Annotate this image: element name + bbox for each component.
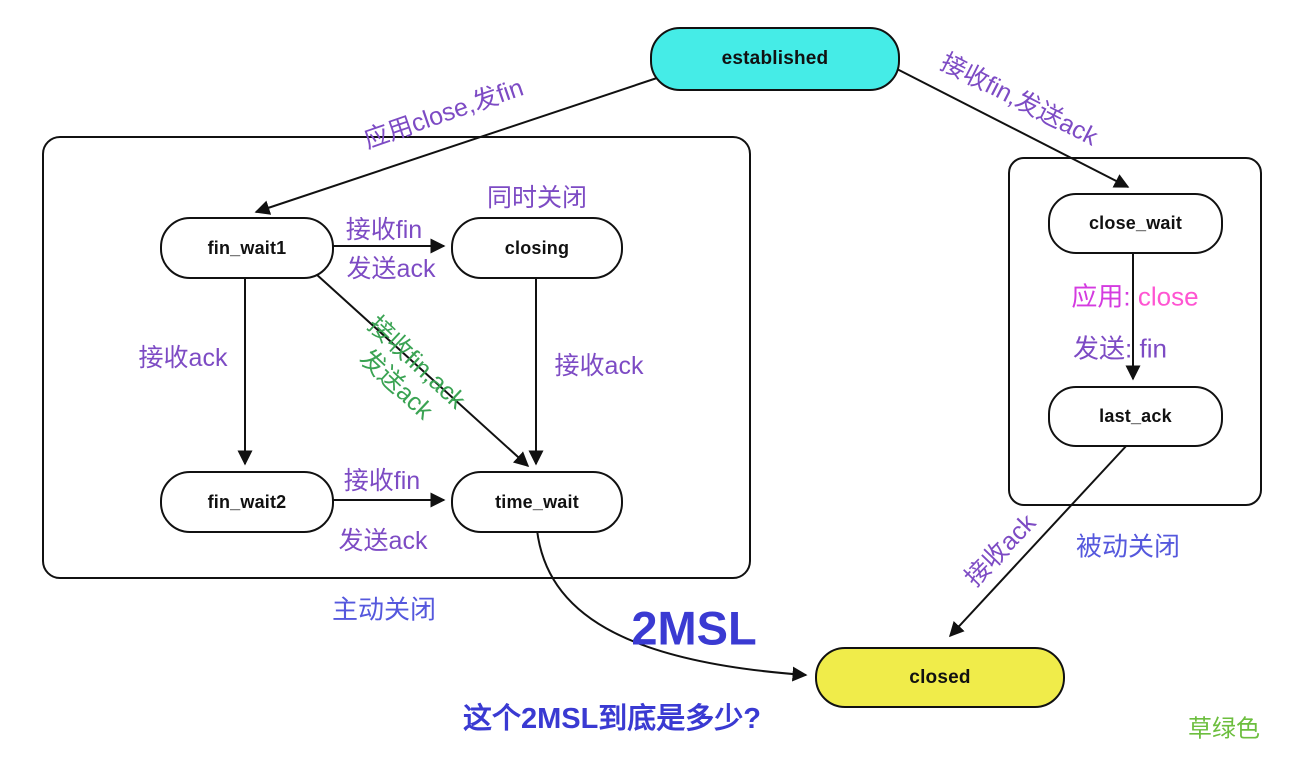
- annotation-2msl-question: 这个2MSL到底是多少?: [462, 703, 762, 735]
- annotation-active-close: 主动关闭: [331, 594, 437, 625]
- state-closed-label: closed: [909, 666, 971, 688]
- state-last-ack-label: last_ack: [1099, 406, 1172, 426]
- edge-finwait1-to-timewait: [315, 273, 530, 468]
- state-close-wait: close_wait: [1048, 193, 1223, 254]
- state-time-wait-label: time_wait: [495, 491, 579, 512]
- edge-label-recv-ack-left: 接收ack: [138, 344, 228, 372]
- state-closing: closing: [451, 217, 623, 279]
- edge-label-send-prefix: 发送:: [1073, 333, 1133, 364]
- edge-established-to-finwait1: [254, 76, 661, 215]
- state-time-wait: time_wait: [451, 471, 623, 533]
- edge-label-send-ack-bottom: 发送ack: [338, 527, 428, 555]
- edge-label-simultaneous-close: 同时关闭: [486, 184, 588, 212]
- active-close-group-box: [42, 136, 751, 579]
- passive-close-group-box: [1008, 157, 1262, 506]
- edge-label-recv-ack-right: 接收ack: [554, 352, 644, 380]
- edge-label-send-ack-top: 发送ack: [346, 255, 436, 283]
- edge-established-to-closewait: [894, 67, 1130, 188]
- edge-label-app-prefix: 应用:: [1071, 281, 1131, 312]
- edge-label-recv-fin-top: 接收fin: [345, 216, 423, 244]
- state-closed: closed: [815, 647, 1065, 708]
- annotation-2msl: 2MSL: [631, 601, 757, 655]
- state-fin-wait1: fin_wait1: [160, 217, 334, 279]
- edge-lastack-to-closed: [948, 443, 1129, 638]
- state-last-ack: last_ack: [1048, 386, 1223, 447]
- edge-timewait-to-closed-curve: [536, 529, 808, 682]
- edge-label-send-value: fin: [1132, 333, 1167, 364]
- state-fin-wait2: fin_wait2: [160, 471, 334, 533]
- edge-label-app-value: close: [1130, 281, 1199, 312]
- edge-label-recv-fin-bottom: 接收fin: [343, 467, 421, 495]
- state-fin-wait1-label: fin_wait1: [207, 237, 287, 258]
- state-close-wait-label: close_wait: [1088, 213, 1183, 233]
- state-established-label: established: [721, 48, 829, 69]
- edge-label-app-close: 应用: close: [1071, 277, 1198, 314]
- annotation-passive-close: 被动关闭: [1075, 531, 1181, 562]
- annotation-grass-green: 草绿色: [1188, 715, 1260, 743]
- edge-label-send-fin: 发送: fin: [1073, 329, 1167, 366]
- state-fin-wait2-label: fin_wait2: [207, 491, 287, 512]
- state-closing-label: closing: [504, 237, 570, 258]
- state-established: established: [650, 27, 900, 91]
